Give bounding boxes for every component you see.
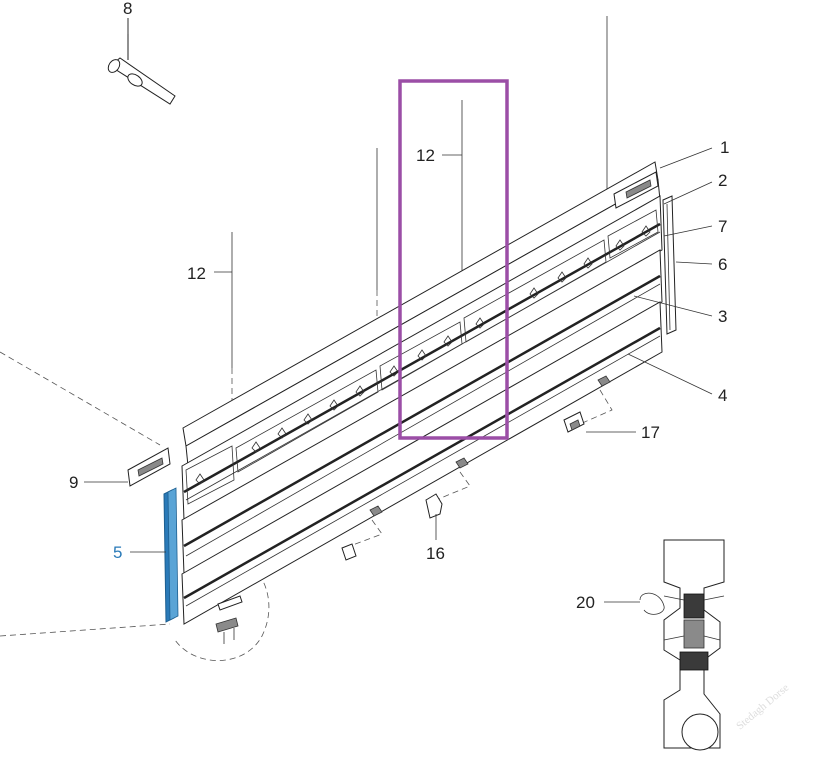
leader-lines (84, 18, 713, 603)
latch-part-1 (613, 171, 659, 209)
rivet-part-8 (107, 18, 176, 105)
callout-12-left: 12 (187, 264, 206, 283)
callout-20: 20 (576, 593, 595, 612)
callout-2: 2 (718, 171, 727, 190)
callout-7: 7 (718, 217, 727, 236)
clip-part-16 (425, 493, 443, 519)
callout-8: 8 (123, 0, 132, 18)
callout-3: 3 (718, 307, 727, 326)
callout-12-highlighted: 12 (416, 146, 435, 165)
latch-part-17 (563, 411, 585, 433)
corner-strip-part-5 (163, 487, 179, 623)
callout-4: 4 (718, 386, 727, 405)
watermark: Stedagh Dorse (734, 682, 791, 733)
callout-17: 17 (641, 423, 660, 442)
callout-1: 1 (720, 138, 729, 157)
clip-lower (341, 543, 357, 561)
fittings (349, 375, 613, 547)
detail-circle-parts (215, 595, 243, 644)
highlight-box (398, 79, 509, 440)
callout-16: 16 (426, 544, 445, 563)
section-detail-part-20 (639, 539, 725, 751)
end-post-part-6 (662, 195, 677, 335)
callout-6: 6 (718, 255, 727, 274)
callout-5: 5 (113, 543, 122, 562)
callout-9: 9 (69, 473, 78, 492)
latch-part-9 (127, 447, 171, 487)
side-panel-assembly (181, 161, 663, 625)
